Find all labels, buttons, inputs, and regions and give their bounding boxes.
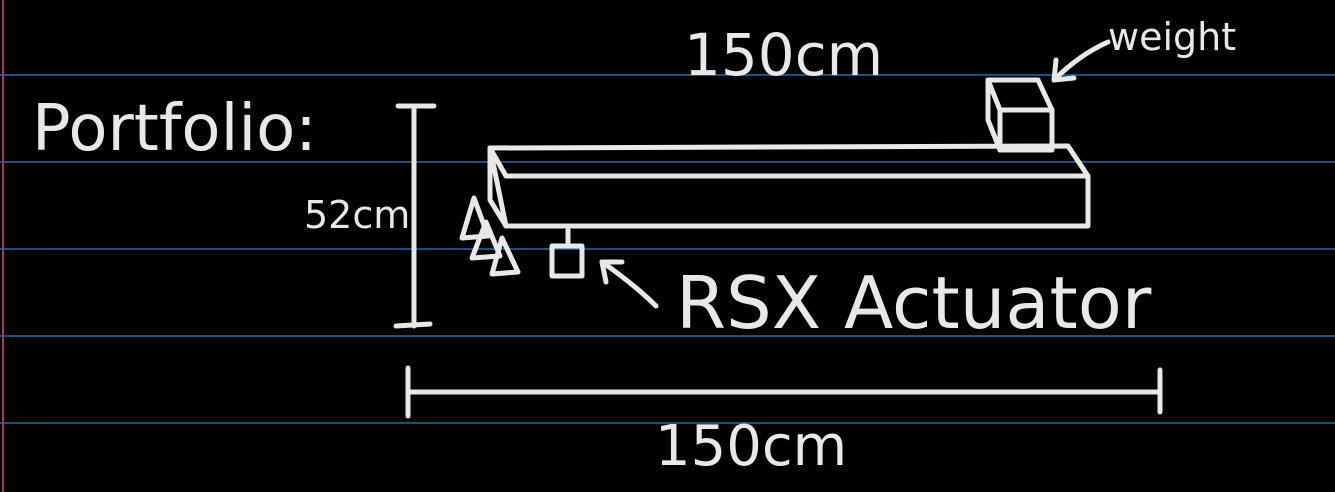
actuator-label: RSX Actuator: [676, 261, 1152, 345]
beam: [487, 143, 1091, 229]
actuator-arrow: [599, 259, 659, 309]
length-dimension: [405, 365, 1163, 419]
top-length-label: 150cm: [684, 21, 883, 89]
weight-label: weight: [1108, 15, 1236, 59]
height-label: 52cm: [304, 193, 410, 237]
weight-arrow: [1051, 39, 1111, 83]
heading: Portfolio:: [32, 92, 317, 166]
actuator-block: [549, 227, 585, 279]
height-dimension: [393, 103, 437, 329]
bottom-length-label: 150cm: [655, 414, 847, 479]
weight-box: [985, 77, 1055, 153]
support-triangles: [459, 195, 521, 277]
ruled-lines: [0, 74, 1335, 424]
